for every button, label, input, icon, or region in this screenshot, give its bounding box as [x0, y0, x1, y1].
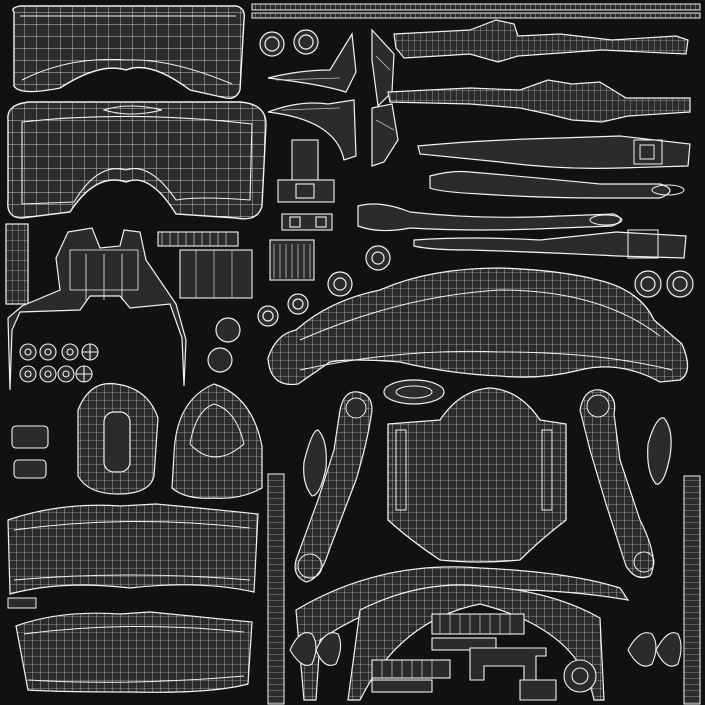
finger-strips — [357, 135, 691, 259]
visor-strip-bottom — [15, 611, 253, 693]
visor-strip-top — [7, 503, 259, 595]
bottom-arc — [295, 566, 630, 701]
ruler-strip-mid — [267, 473, 285, 705]
wing-pieces — [267, 28, 399, 167]
lens-oval-pieces — [303, 417, 672, 497]
button-set — [19, 343, 99, 383]
strap-band-top — [393, 19, 689, 63]
small-tabs-left — [11, 425, 49, 479]
ruler-strip-top — [251, 3, 701, 19]
center-panel — [383, 379, 567, 563]
strap-band-bottom — [387, 79, 691, 123]
harness-vest — [7, 227, 187, 391]
pull-tab — [5, 223, 29, 305]
buckle-ring-set — [207, 29, 694, 373]
small-label-strip — [7, 597, 37, 609]
shoe-pads — [77, 382, 263, 499]
ruler-strip-right — [683, 475, 701, 705]
bottom-small-parts — [289, 613, 682, 701]
front-plate-large — [267, 267, 689, 386]
side-arm-right — [579, 389, 655, 579]
side-arm-left — [294, 391, 373, 583]
goggle-lens-bottom — [7, 101, 267, 220]
goggle-lens-top — [12, 5, 246, 100]
